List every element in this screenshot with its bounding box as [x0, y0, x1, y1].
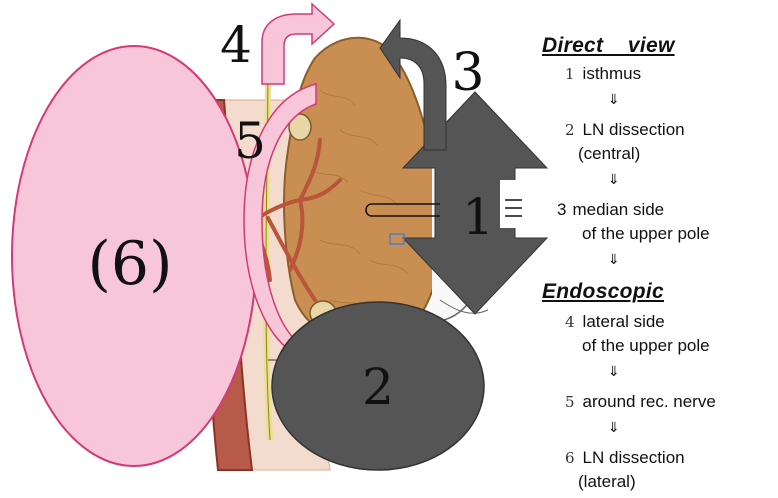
down-arrow: ⇓ [608, 92, 620, 108]
endoscopic-heading: Endoscopic [542, 280, 664, 304]
label-5: 5 [234, 112, 266, 170]
step-4: 4 lateral side [565, 312, 665, 332]
step-5-text: around rec. nerve [583, 392, 716, 411]
direct-view-heading: Direct view [542, 34, 675, 58]
procedure-steps-panel: Direct view 1 isthmus ⇓ 2 LN dissection (c… [535, 30, 775, 495]
step-3: 3 median side [557, 200, 664, 220]
label-1: 1 [462, 188, 494, 246]
step-6-number: 6 [565, 449, 575, 467]
down-arrow: ⇓ [608, 364, 620, 380]
label-2: 2 [362, 358, 394, 416]
step-1: 1 isthmus [565, 64, 641, 84]
step-5: 5 around rec. nerve [565, 392, 716, 412]
label-4: 4 [220, 16, 252, 74]
down-arrow: ⇓ [608, 420, 620, 436]
down-arrow: ⇓ [608, 252, 620, 268]
step-4-sub: of the upper pole [582, 336, 710, 356]
step-1-number: 1 [565, 65, 575, 83]
down-arrow: ⇓ [608, 172, 620, 188]
step-2-number: 2 [565, 121, 575, 139]
step-2: 2 LN dissection [565, 120, 685, 140]
step-2-text: LN dissection [583, 120, 685, 139]
step-5-number: 5 [565, 393, 575, 411]
step-1-text: isthmus [583, 64, 642, 83]
step-3-number: 3 [557, 200, 566, 219]
step-6: 6 LN dissection [565, 448, 685, 468]
label-3: 3 [451, 43, 484, 103]
step-3-sub: of the upper pole [582, 224, 710, 244]
step-2-sub: (central) [578, 144, 640, 164]
step-4-text: lateral side [583, 312, 665, 331]
label-6: (6) [88, 229, 173, 299]
step-6-text: LN dissection [583, 448, 685, 467]
step-3-text: median side [572, 200, 664, 219]
step-6-sub: (lateral) [578, 472, 636, 492]
step-4-number: 4 [565, 313, 575, 331]
